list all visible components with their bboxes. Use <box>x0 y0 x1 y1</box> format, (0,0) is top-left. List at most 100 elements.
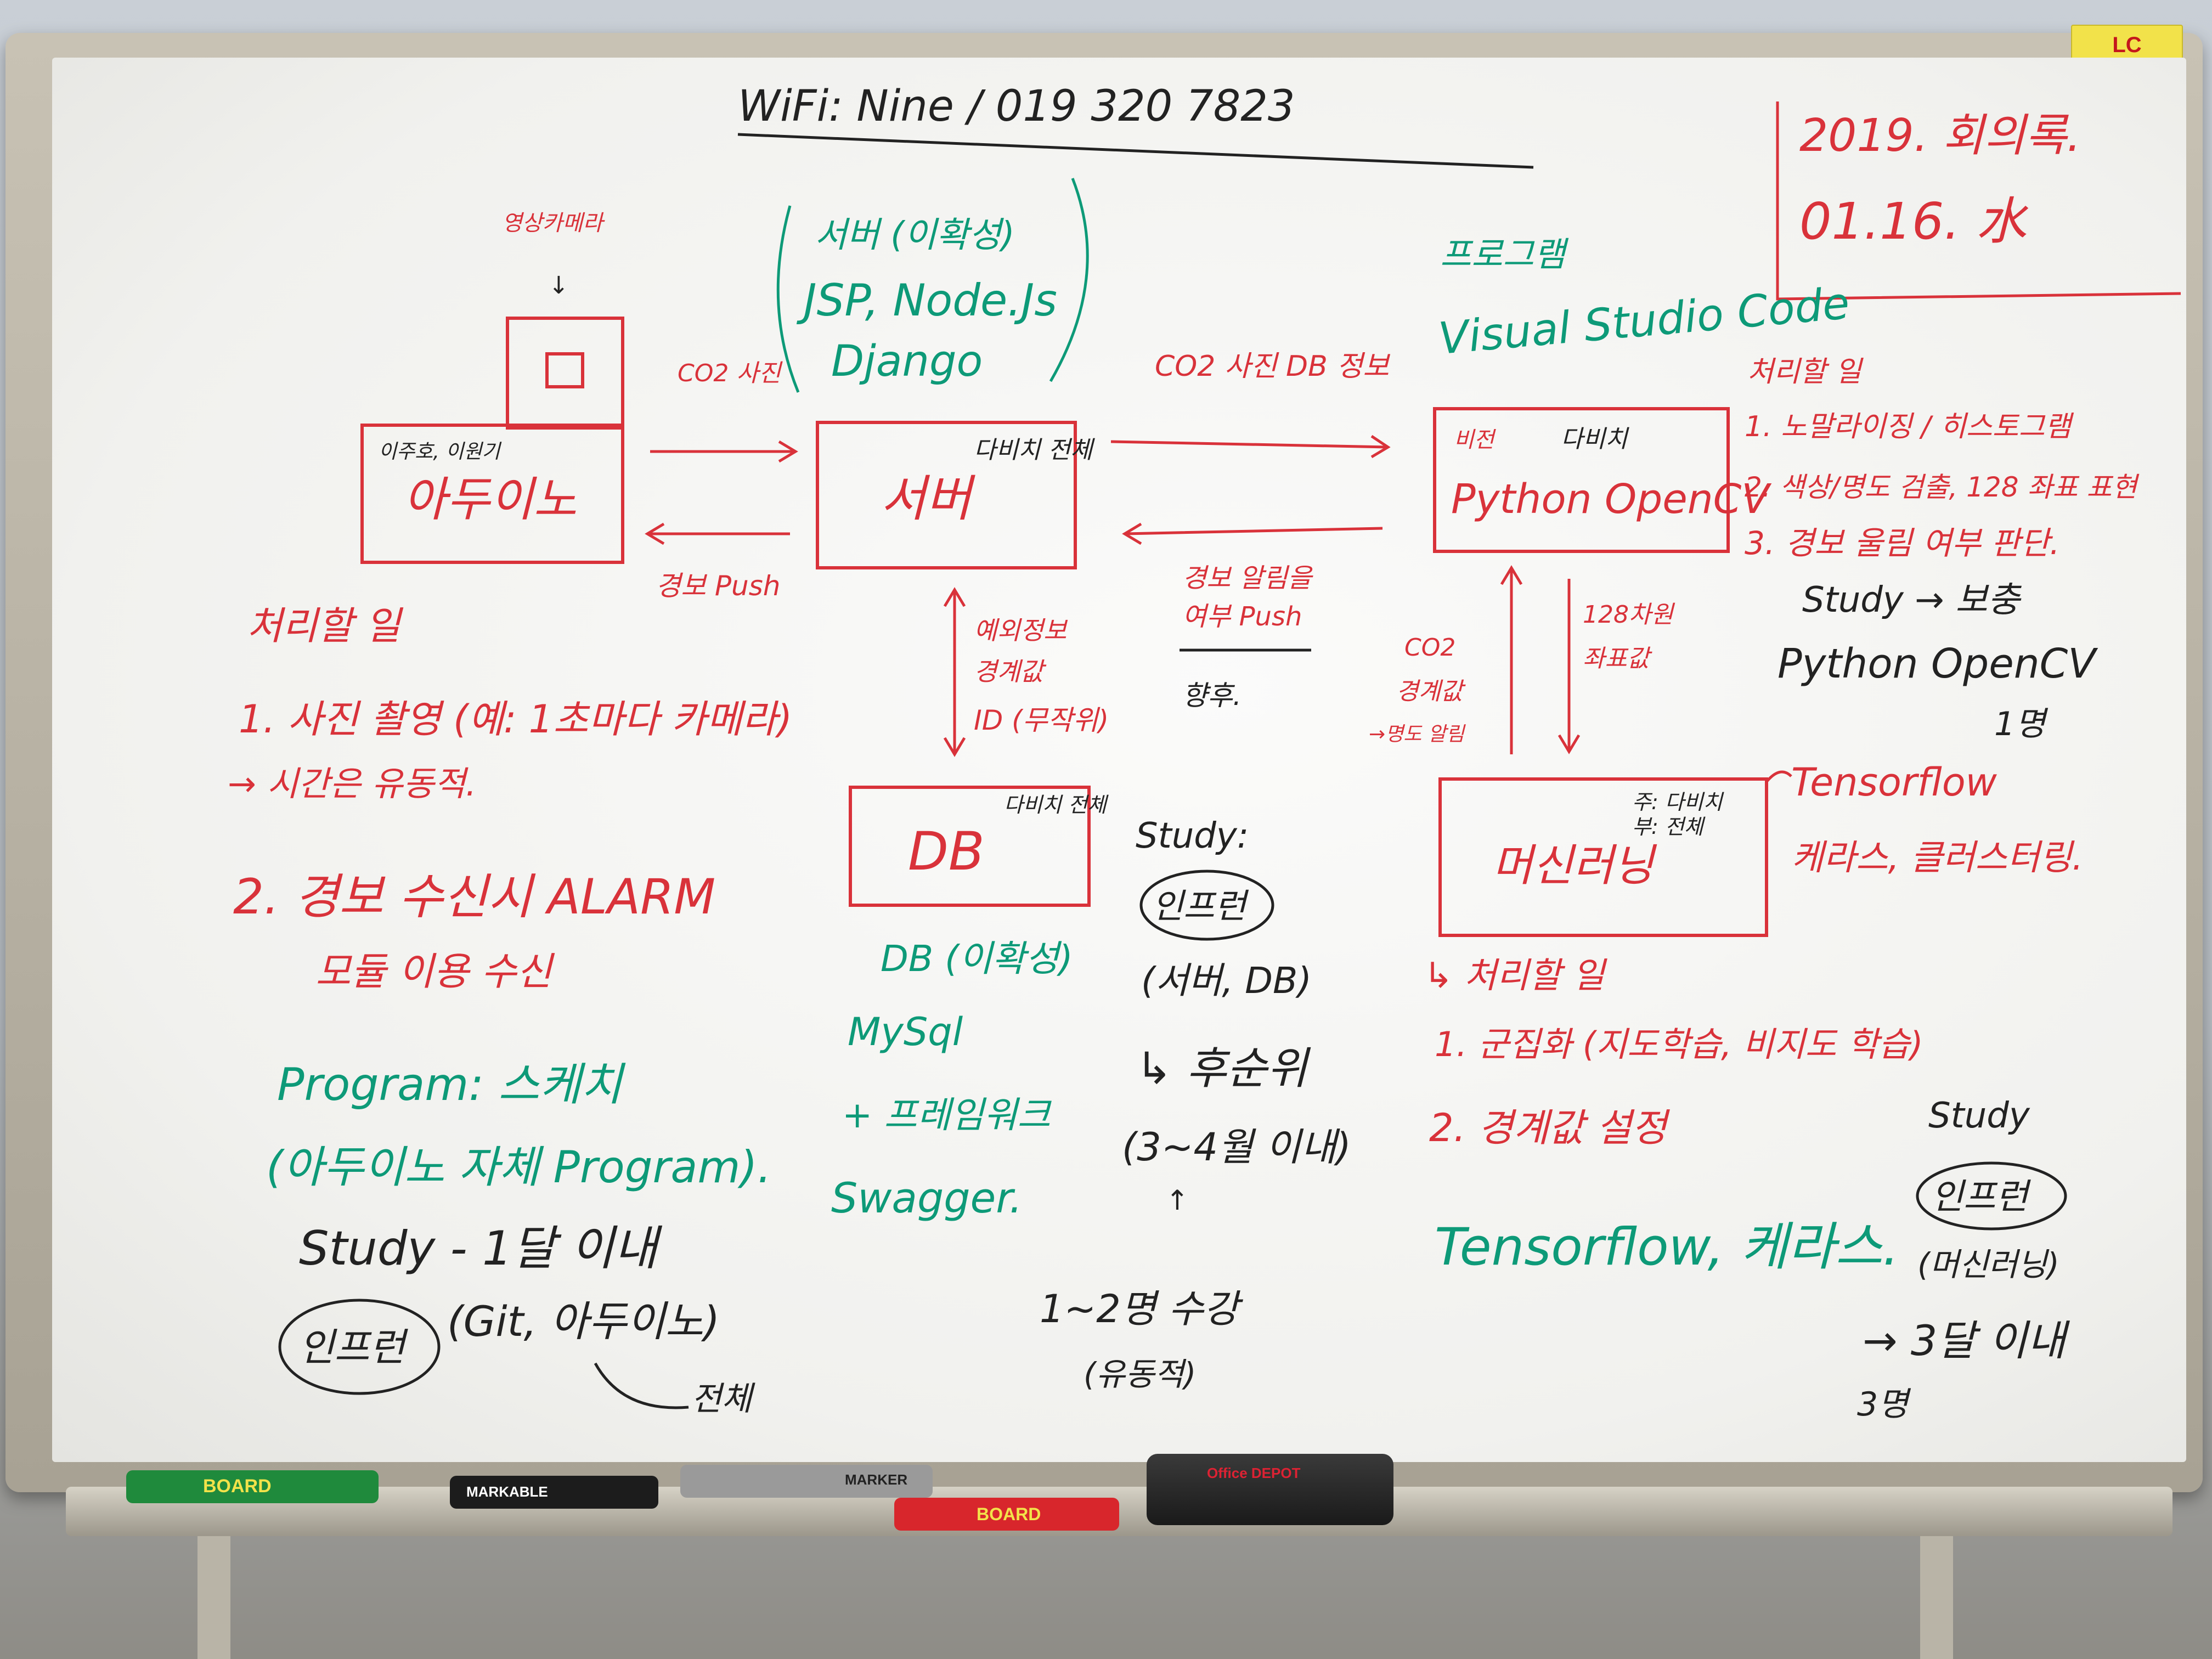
db-stack2: MySql <box>848 1009 963 1054</box>
ml-period: → 3달 이내 <box>1863 1316 2070 1365</box>
server-study-course: 인프런 <box>1152 886 1249 926</box>
arduino-owners: 이주호, 이원기 <box>379 441 501 463</box>
db-link-line2: 경계값 <box>974 657 1047 686</box>
server-to-arduino-arrow <box>645 522 790 545</box>
arduino-whole: 전체 <box>691 1380 755 1418</box>
vision-study-people: 1명 <box>1994 705 2049 743</box>
server-title: 서버 <box>881 470 976 528</box>
ml-course-circle <box>1916 1161 2067 1231</box>
server-db-arrow <box>943 587 966 757</box>
vision-program-label: 프로그램 <box>1440 234 1569 274</box>
arduino-title: 아두이노 <box>403 472 577 527</box>
wifi-note: WiFi: Nine / 019 320 7823 <box>738 82 1295 131</box>
db-stack4: Swagger. <box>831 1173 1023 1222</box>
black-marker-markable[interactable]: MARKABLE <box>450 1476 658 1509</box>
arduino-course-circle <box>278 1299 441 1395</box>
ml-box <box>1438 777 1768 937</box>
ml-up-label-2: 경계값 <box>1396 678 1466 706</box>
server-study-priority: ↳ 후순위 <box>1136 1043 1311 1094</box>
minutes-border <box>1776 101 2181 301</box>
arduino-course: 인프런 <box>299 1325 409 1370</box>
ml-tasks-title: ↳ 처리할 일 <box>1424 956 1607 996</box>
arduino-task-2b: 모듈 이용 수신 <box>315 949 555 994</box>
vision-down-label-1: 128차원 <box>1583 601 1675 629</box>
db-box <box>849 786 1091 907</box>
server-study-topic: (서버, DB) <box>1141 960 1312 1002</box>
vision-title: Python OpenCV <box>1451 476 1771 523</box>
meeting-title: 2019. 회의록. <box>1799 110 2081 162</box>
ml-course-topic: (머신러닝) <box>1917 1246 2059 1283</box>
server-study-title: Study: <box>1136 816 1249 856</box>
ml-up-label-1: CO2 <box>1404 634 1455 662</box>
eraser-label: Office DEPOT <box>1207 1465 1301 1481</box>
red-marker[interactable]: BOARD <box>894 1498 1119 1531</box>
arduino-to-server-label: CO2 사진 <box>678 359 783 387</box>
arduino-to-server-arrow <box>650 440 798 463</box>
arduino-box <box>360 424 624 564</box>
arduino-program: Program: 스케치 <box>277 1059 626 1111</box>
future-note: 향후. <box>1182 680 1242 712</box>
vision-box <box>1433 407 1730 553</box>
arduino-whole-pointer <box>594 1362 689 1409</box>
ml-tool-link <box>1765 770 1792 783</box>
db-stack3: + 프레임워크 <box>842 1094 1052 1136</box>
stand-leg-left <box>198 1536 230 1659</box>
marker-tray <box>66 1487 2172 1536</box>
whiteboard: WiFi: Nine / 019 320 7823 2019. 회의록. 01.… <box>52 58 2186 1462</box>
ml-people: 3명 <box>1857 1385 1911 1424</box>
server-stack-line2: JSP, Node.Js <box>796 275 1057 326</box>
ml-owner-sub: 부: 전체 <box>1632 815 1706 839</box>
red-marker-label: BOARD <box>977 1504 1041 1524</box>
vision-to-ml-arrow <box>1558 579 1581 754</box>
server-study-attend: 1~2명 수강 <box>1040 1286 1244 1331</box>
ml-title: 머신러닝 <box>1492 840 1657 891</box>
db-title: DB <box>908 821 985 882</box>
vision-task-1: 1. 노말라이징 / 히스토그램 <box>1745 410 2074 443</box>
ml-owner-main: 주: 다비치 <box>1632 790 1724 814</box>
server-study-flex: (유동적) <box>1084 1356 1196 1393</box>
ml-task-1: 1. 군집화 (지도학습, 비지도 학습) <box>1435 1024 1923 1064</box>
green-marker[interactable]: BOARD <box>126 1470 379 1503</box>
arduino-task-1: 1. 사진 촬영 (예: 1초마다 카메라) <box>239 697 792 742</box>
vision-down-label-2: 좌표값 <box>1583 645 1652 673</box>
server-stack-bracket-right <box>1049 178 1089 382</box>
arduino-tasks-title: 처리할 일 <box>247 603 403 648</box>
ml-up-label-3: →명도 알림 <box>1369 723 1466 746</box>
vision-study: Study → 보충 <box>1802 580 2022 620</box>
arduino-task-2: 2. 경보 수신시 ALARM <box>233 868 715 925</box>
vision-task-2: 2. 색상/명도 검출, 128 좌표 표현 <box>1745 471 2140 503</box>
server-study-arrow: ↑ <box>1166 1184 1189 1216</box>
server-stack-bracket-left <box>776 205 800 393</box>
vision-owner: 다비치 <box>1561 425 1629 453</box>
board-writing: WiFi: Nine / 019 320 7823 2019. 회의록. 01.… <box>228 82 2181 1424</box>
server-study-course-circle <box>1139 870 1274 941</box>
green-marker-label: BOARD <box>203 1476 272 1497</box>
black-marker-marker[interactable]: MARKER <box>680 1465 933 1498</box>
server-to-vision-label: CO2 사진 DB 정보 <box>1155 350 1391 383</box>
arduino-course-topic: (Git, 아두이노) <box>447 1297 720 1346</box>
eraser[interactable]: Office DEPOT <box>1147 1454 1393 1525</box>
ml-tools: Tensorflow, 케라스. <box>1435 1217 1899 1277</box>
camera-box <box>506 317 624 430</box>
arduino-task-1b: → 시간은 유동적. <box>228 764 476 804</box>
vision-tasks-title: 처리할 일 <box>1747 356 1864 388</box>
meeting-date: 01.16. 水 <box>1799 192 2029 251</box>
alarm-push-label: 경보 Push <box>656 570 780 602</box>
vision-task-3: 3. 경보 울림 여부 판단. <box>1745 524 2059 562</box>
camera-lens-icon <box>545 352 584 388</box>
db-link-line3: ID (무작위) <box>974 704 1109 736</box>
server-study-period: (3~4월 이내) <box>1122 1125 1351 1170</box>
ml-tool-1: Tensorflow <box>1791 760 1997 805</box>
server-stack-line3: Django <box>831 337 983 386</box>
stand-leg-right <box>1920 1536 1953 1659</box>
ml-tool-2: 케라스, 클러스터링. <box>1791 838 2083 878</box>
alarm-status-label-2: 여부 Push <box>1182 601 1302 632</box>
vision-to-server-arrow <box>1122 522 1383 545</box>
arduino-study: Study - 1달 이내 <box>299 1221 662 1276</box>
server-to-vision-arrow <box>1110 435 1391 459</box>
vision-study-topic: Python OpenCV <box>1778 640 2098 687</box>
ml-to-vision-arrow <box>1500 565 1523 754</box>
server-box <box>816 421 1077 569</box>
wifi-underline <box>737 133 1534 169</box>
black-marker-2-label: MARKER <box>845 1471 908 1488</box>
